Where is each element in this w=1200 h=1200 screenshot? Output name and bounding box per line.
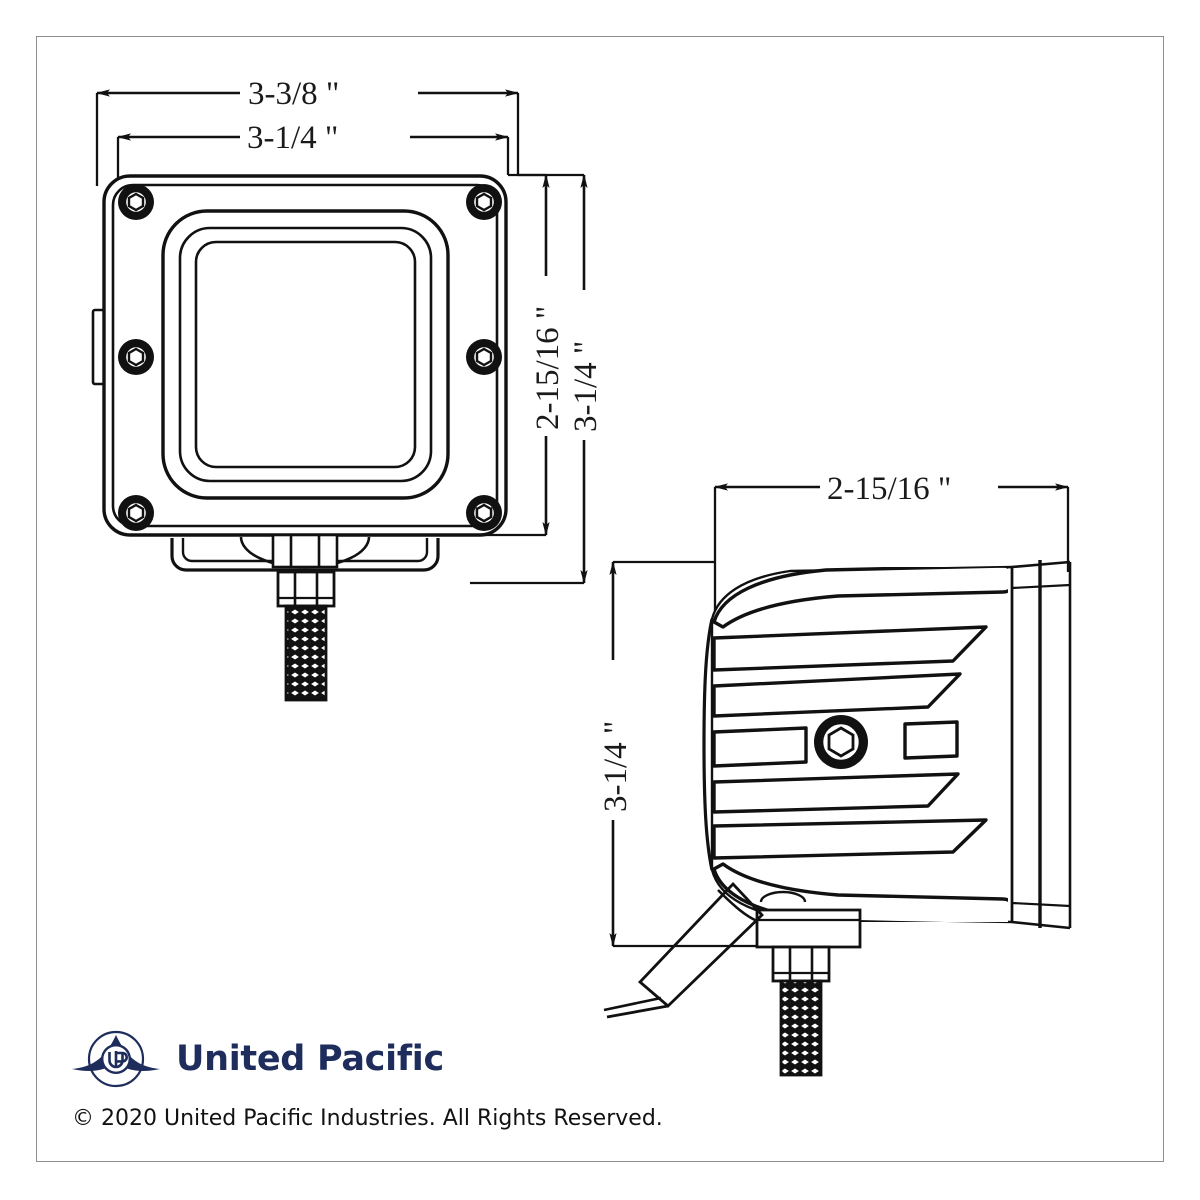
copyright-text: © 2020 United Pacific Industries. All Ri… — [72, 1106, 663, 1131]
dim-front-overall-height: 3-1/4 " — [562, 174, 606, 584]
brand-name: United Pacific — [176, 1038, 444, 1079]
bolt-bottom-left — [118, 495, 154, 531]
dim-front-housing-width: 3-1/4 " — [117, 114, 509, 158]
side-bezel-band — [1010, 560, 1072, 930]
dim-label-front-overall-height: 3-1/4 " — [568, 341, 604, 432]
front-view-group: 3-3/8 " 3-1/4 " 2-15/16 " 3-1/4 " — [91, 70, 606, 702]
side-heatsink-fins — [712, 567, 1008, 922]
dim-side-depth: 2-15/16 " — [714, 464, 1069, 508]
front-bracket-nut — [271, 533, 339, 569]
dim-side-height: 3-1/4 " — [591, 561, 635, 947]
united-pacific-logo-icon — [72, 1030, 160, 1088]
side-body-left-edge — [702, 618, 714, 871]
bolt-top-right — [466, 184, 502, 220]
side-mount-block — [755, 890, 862, 949]
front-bezel-ring — [161, 209, 450, 500]
side-wire-cable — [603, 881, 764, 1019]
logo-row: United Pacific — [70, 1026, 670, 1092]
dim-label-side-height: 3-1/4 " — [598, 721, 634, 812]
dim-label-front-housing-width: 3-1/4 " — [247, 120, 338, 156]
side-threaded-stud — [779, 979, 823, 1077]
dim-label-front-overall-width: 3-3/8 " — [248, 76, 339, 112]
bolt-bottom-right — [466, 495, 502, 531]
dim-label-front-housing-height: 2-15/16 " — [530, 306, 566, 430]
front-hex-nut — [276, 570, 336, 608]
dim-front-overall-width: 3-3/8 " — [96, 70, 519, 114]
side-hex-bolt — [814, 715, 868, 769]
footer-branding: United Pacific © 2020 United Pacific Ind… — [70, 1026, 670, 1146]
dim-front-housing-height: 2-15/16 " — [524, 174, 568, 536]
front-bolt-group — [118, 184, 502, 531]
bolt-mid-right — [466, 339, 502, 375]
dim-label-side-depth: 2-15/16 " — [827, 471, 951, 507]
front-threaded-stud — [284, 604, 328, 702]
side-view-group: 2-15/16 " 3-1/4 " — [591, 464, 1072, 1077]
bolt-mid-left — [118, 339, 154, 375]
side-hex-nut — [771, 945, 831, 983]
front-lens — [194, 240, 417, 469]
bolt-top-left — [118, 184, 154, 220]
